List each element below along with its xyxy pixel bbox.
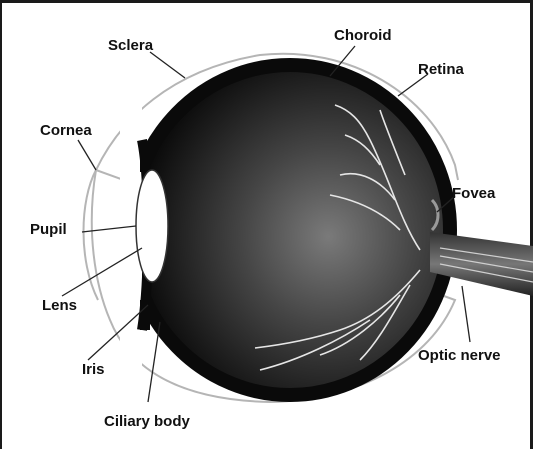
label-cornea: Cornea — [40, 123, 92, 138]
label-ciliary-body: Ciliary body — [104, 414, 190, 429]
sclera-leader — [150, 52, 185, 78]
optic-nerve-leader — [462, 286, 470, 342]
iris-lower — [140, 300, 150, 330]
label-lens: Lens — [42, 298, 77, 313]
iris-upper — [140, 150, 150, 172]
label-fovea: Fovea — [452, 186, 495, 201]
label-choroid: Choroid — [334, 28, 392, 43]
cornea-leader — [78, 140, 96, 170]
label-sclera: Sclera — [108, 38, 153, 53]
label-pupil: Pupil — [30, 222, 67, 237]
lens — [136, 170, 168, 282]
label-retina: Retina — [418, 62, 464, 77]
ciliary-body-leader — [148, 322, 160, 402]
cornea-bulge — [84, 170, 99, 300]
label-optic-nerve: Optic nerve — [418, 348, 501, 363]
label-iris: Iris — [82, 362, 105, 377]
